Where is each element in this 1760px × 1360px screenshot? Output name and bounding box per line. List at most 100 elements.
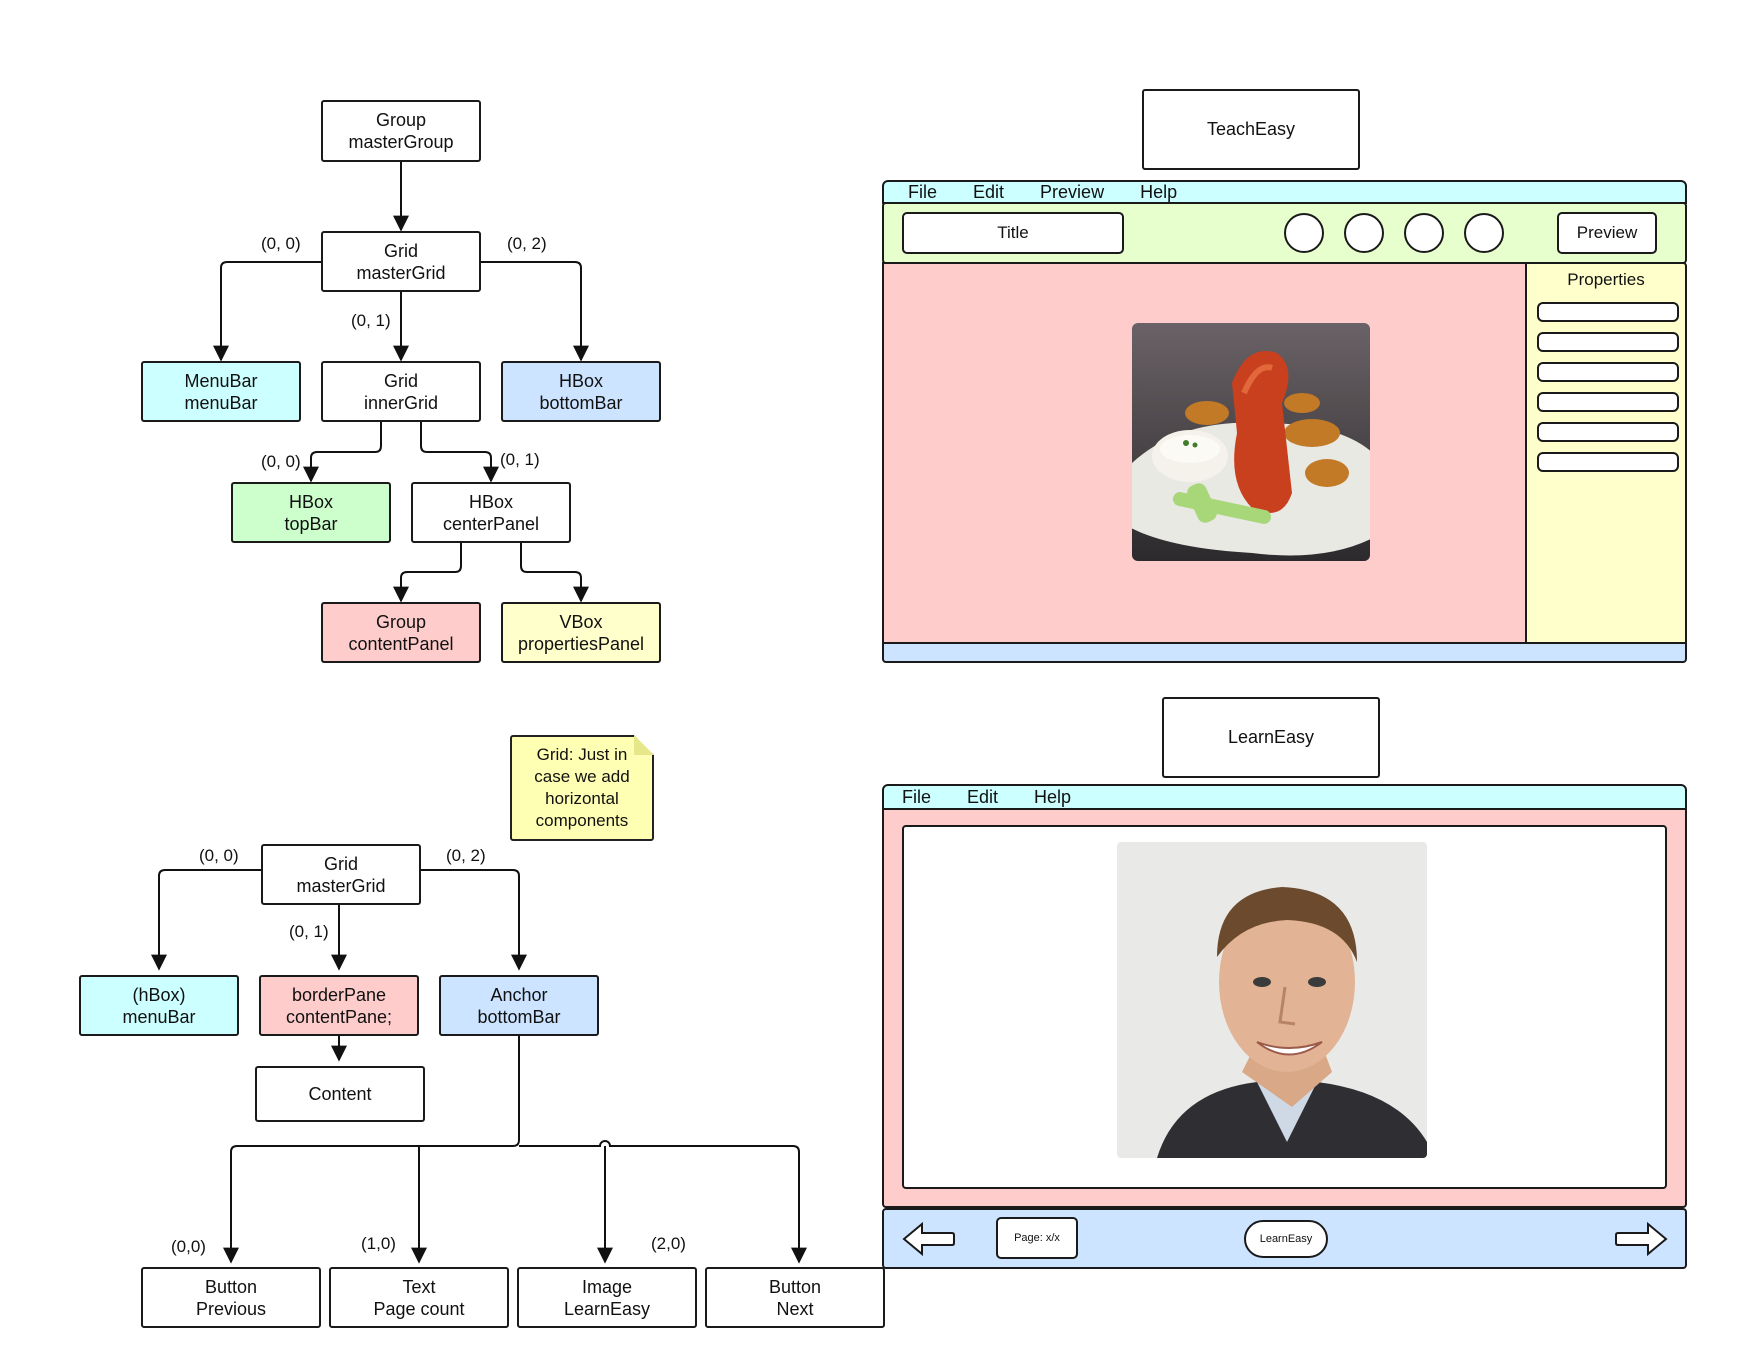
- node-id: innerGrid: [363, 392, 439, 413]
- property-field-4[interactable]: [1537, 392, 1679, 412]
- node2-button-next[interactable]: Button Next: [705, 1267, 885, 1328]
- node-type: VBox: [559, 611, 603, 632]
- node2-text-page-count[interactable]: Text Page count: [329, 1267, 509, 1328]
- tool-button-2[interactable]: [1344, 213, 1384, 253]
- edge-label-bottombar: (0, 2): [507, 234, 547, 253]
- learneasy-logo-label: LearnEasy: [1244, 1220, 1328, 1258]
- menu-help[interactable]: Help: [1034, 786, 1072, 807]
- node-type: Anchor: [490, 984, 548, 1005]
- node-master-grid[interactable]: Grid masterGrid: [321, 231, 481, 292]
- property-field-1[interactable]: [1537, 302, 1679, 322]
- node-type: Image: [581, 1276, 633, 1297]
- node-content-panel[interactable]: Group contentPanel: [321, 602, 481, 663]
- node-type: MenuBar: [184, 370, 258, 391]
- page-count-text: Page: x/x: [1014, 1232, 1060, 1244]
- edge-label-menubar: (0, 0): [261, 234, 301, 253]
- sticky-note: Grid: Just in case we add horizontal com…: [510, 735, 654, 841]
- property-field-3[interactable]: [1537, 362, 1679, 382]
- menu-file[interactable]: File: [908, 181, 938, 202]
- tool-button-1[interactable]: [1284, 213, 1324, 253]
- node-id: masterGrid: [296, 875, 386, 896]
- note-fold: [634, 735, 654, 755]
- edge2-label-previous: (0,0): [171, 1237, 206, 1256]
- learneasy-window: File Edit Help: [882, 784, 1687, 1269]
- edge2-mastergrid-menubar: [151, 869, 261, 971]
- edge2-label-content: (0, 1): [289, 922, 329, 941]
- node-id: Previous: [195, 1298, 267, 1319]
- edge-label-innergrid: (0, 1): [351, 311, 391, 330]
- menu-help[interactable]: Help: [1140, 181, 1178, 202]
- node-type: HBox: [288, 491, 333, 512]
- learneasy-content-frame: [902, 825, 1667, 1189]
- teacheasy-topbar: Title Preview: [882, 202, 1687, 264]
- teacheasy-menubar: File Edit Preview Help: [882, 180, 1687, 204]
- preview-button-label: Preview: [1576, 223, 1638, 242]
- menu-edit[interactable]: Edit: [973, 181, 1005, 202]
- node2-content[interactable]: Content: [255, 1066, 425, 1122]
- node-id: Next: [776, 1298, 814, 1319]
- node-type: Group: [375, 611, 427, 632]
- node-id: masterGrid: [356, 262, 446, 283]
- tool-button-4[interactable]: [1464, 213, 1504, 253]
- menu-preview[interactable]: Preview: [1040, 181, 1105, 202]
- edge2-label-bottombar: (0, 2): [446, 846, 486, 865]
- node2-menubar[interactable]: (hBox) menuBar: [79, 975, 239, 1036]
- node2-image-learneasy[interactable]: Image LearnEasy: [517, 1267, 697, 1328]
- food-photo: [1132, 323, 1370, 561]
- next-arrow-icon[interactable]: [1614, 1222, 1668, 1256]
- teacheasy-window: File Edit Preview Help Title Preview: [882, 180, 1687, 663]
- node-id: topBar: [284, 513, 338, 534]
- property-field-5[interactable]: [1537, 422, 1679, 442]
- node-topbar[interactable]: HBox topBar: [231, 482, 391, 543]
- learneasy-logo-text: LearnEasy: [1259, 1233, 1313, 1245]
- node-id: contentPane;: [285, 1006, 393, 1027]
- teacheasy-properties-panel: Properties: [1525, 262, 1687, 644]
- teacheasy-content-panel: [882, 262, 1527, 644]
- node-menubar[interactable]: MenuBar menuBar: [141, 361, 301, 422]
- node-master-group[interactable]: Group masterGroup: [321, 100, 481, 162]
- node-type: Text: [402, 1276, 436, 1297]
- edge-innergrid-centerpanel: [420, 422, 499, 483]
- node-id: centerPanel: [442, 513, 540, 534]
- node-id: contentPanel: [348, 633, 454, 654]
- edge-centerpanel-propertiespanel: [520, 543, 589, 603]
- property-field-2[interactable]: [1537, 332, 1679, 352]
- node2-button-previous[interactable]: Button Previous: [141, 1267, 321, 1328]
- node2-content-pane[interactable]: borderPane contentPane;: [259, 975, 419, 1036]
- learneasy-app-title: LearnEasy: [1227, 727, 1315, 747]
- node-bottombar[interactable]: HBox bottomBar: [501, 361, 661, 422]
- node-inner-grid[interactable]: Grid innerGrid: [321, 361, 481, 422]
- node-type: Grid: [383, 240, 418, 261]
- menu-edit[interactable]: Edit: [967, 786, 999, 807]
- title-field[interactable]: Title: [902, 212, 1124, 254]
- teacheasy-title-box: TeachEasy: [1142, 89, 1360, 170]
- node-type: HBox: [558, 370, 603, 391]
- food-image: [1132, 323, 1370, 561]
- node-type: borderPane: [291, 984, 387, 1005]
- node2-master-grid[interactable]: Grid masterGrid: [261, 844, 421, 905]
- learneasy-menubar: File Edit Help: [882, 784, 1687, 810]
- edge-label-topbar: (0, 0): [261, 452, 301, 471]
- edge-mastergrid-menubar: [213, 261, 321, 362]
- node-center-panel[interactable]: HBox centerPanel: [411, 482, 571, 543]
- node-id: bottomBar: [539, 392, 623, 413]
- edge-centerpanel-contentpanel: [393, 543, 462, 603]
- previous-arrow-icon[interactable]: [902, 1222, 956, 1256]
- node-id: menuBar: [122, 1006, 196, 1027]
- node-id: LearnEasy: [563, 1298, 651, 1319]
- edge-mastergrid-bottombar: [481, 261, 589, 362]
- edge-label-centerpanel: (0, 1): [500, 450, 540, 469]
- node-id: propertiesPanel: [517, 633, 645, 654]
- property-field-6[interactable]: [1537, 452, 1679, 472]
- menu-file[interactable]: File: [902, 786, 932, 807]
- tool-button-3[interactable]: [1404, 213, 1444, 253]
- node-properties-panel[interactable]: VBox propertiesPanel: [501, 602, 661, 663]
- edge2-label-pagecount: (1,0): [361, 1234, 396, 1253]
- teacheasy-app-title: TeachEasy: [1206, 119, 1296, 139]
- page-count-label: Page: x/x: [996, 1217, 1078, 1259]
- node2-bottombar[interactable]: Anchor bottomBar: [439, 975, 599, 1036]
- preview-button[interactable]: Preview: [1557, 212, 1657, 254]
- title-field-label: Title: [997, 223, 1029, 242]
- node-id: bottomBar: [477, 1006, 561, 1027]
- node-label: Content: [308, 1084, 372, 1104]
